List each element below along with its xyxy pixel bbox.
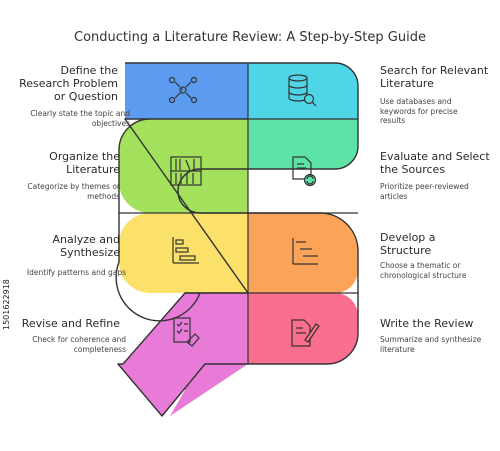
step-8-block bbox=[123, 293, 248, 416]
step-6-block bbox=[248, 213, 358, 293]
step-1-title: Define the Research Problem or Question bbox=[19, 64, 118, 103]
svg-text:?: ? bbox=[179, 87, 183, 96]
question-network-icon: ? bbox=[168, 76, 198, 104]
end-arrow-head bbox=[118, 364, 205, 416]
document-refresh-icon bbox=[292, 156, 317, 187]
write-document-icon bbox=[291, 319, 320, 347]
step-3-block bbox=[248, 119, 358, 169]
step-6-title: Develop a Structure bbox=[380, 231, 436, 257]
step-2-desc: Use databases and keywords for precise r… bbox=[380, 97, 458, 125]
step-2-block bbox=[248, 63, 358, 119]
step-2-title: Search for Relevant Literature bbox=[380, 64, 489, 90]
step-1-desc: Clearly state the topic and objectives bbox=[30, 109, 130, 128]
database-search-icon bbox=[288, 74, 317, 107]
step-8-title: Revise and Refine bbox=[21, 317, 120, 330]
step-5-title: Analyze and Synthesize bbox=[52, 233, 120, 259]
step-4-block bbox=[119, 119, 248, 213]
step-3-title: Evaluate and Select the Sources bbox=[380, 150, 490, 176]
step-4-desc: Categorize by themes or methods bbox=[27, 182, 120, 201]
bookshelf-icon bbox=[170, 156, 202, 186]
bar-analysis-icon bbox=[172, 237, 199, 264]
snake-outline bbox=[115, 62, 359, 417]
step-4-title: Organize the Literature bbox=[49, 150, 120, 176]
step-3-desc: Prioritize peer-reviewed articles bbox=[380, 182, 469, 201]
checklist-hand-icon bbox=[173, 317, 200, 347]
step-7-desc: Summarize and synthesize literature bbox=[380, 335, 482, 354]
step-7-title: Write the Review bbox=[380, 317, 474, 330]
step-5-block bbox=[119, 213, 248, 293]
step-8-desc: Check for coherence and completeness bbox=[32, 335, 126, 354]
step-5-desc: Identify patterns and gaps bbox=[26, 268, 126, 277]
stock-id-label: 1501622918 bbox=[2, 279, 11, 330]
step-1-block bbox=[125, 63, 248, 119]
gantt-structure-icon bbox=[292, 238, 318, 265]
step-6-desc: Choose a thematic or chronological struc… bbox=[380, 261, 467, 280]
diagram-title: Conducting a Literature Review: A Step-b… bbox=[74, 30, 426, 45]
